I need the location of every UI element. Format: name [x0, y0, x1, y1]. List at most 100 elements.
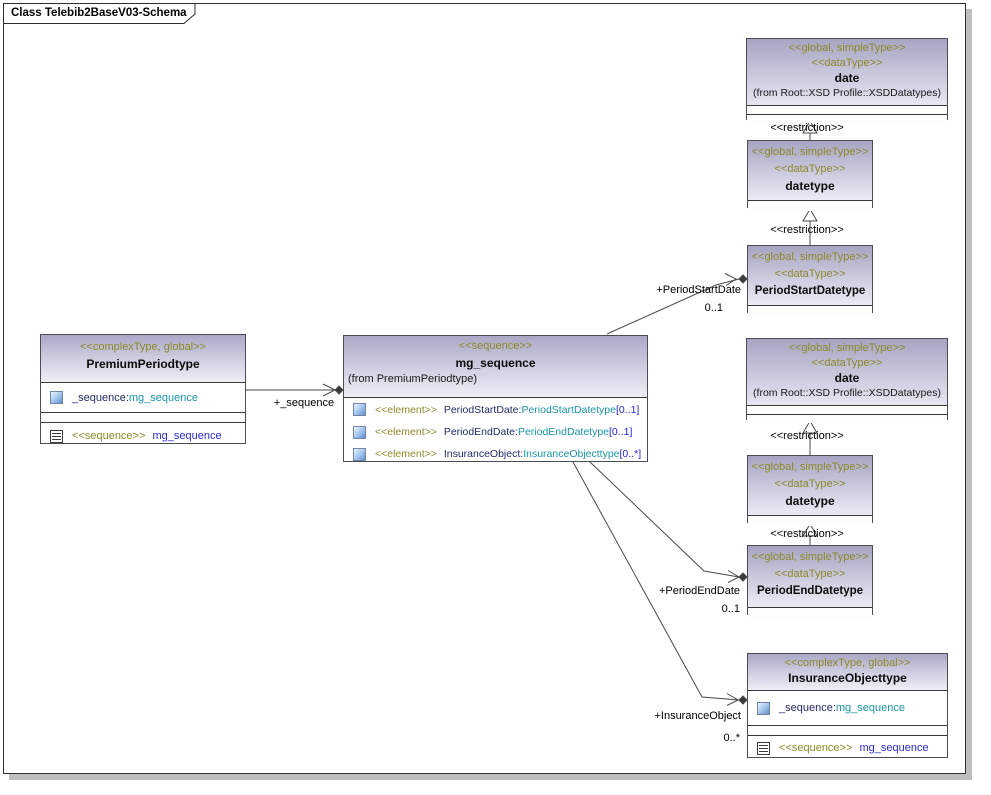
empty-compartment	[748, 200, 872, 211]
attribute-row: _sequence:mg_sequence	[41, 383, 245, 412]
operation-row: <<sequence>> mg_sequence	[41, 423, 245, 449]
stereotype: <<dataType>>	[774, 163, 846, 175]
restriction-label: <<restriction>>	[770, 224, 844, 236]
empty-compartment	[747, 405, 947, 414]
element-type: PeriodEndDatetype	[517, 426, 610, 438]
class-name: date	[834, 371, 860, 385]
element-multiplicity: [0..1]	[609, 426, 633, 438]
attribute-icon	[50, 391, 63, 404]
sequence-list-icon	[50, 429, 63, 443]
restriction-label: <<restriction>>	[770, 430, 844, 442]
empty-compartment	[748, 725, 947, 736]
element-row: <<element>> PeriodEndDate:PeriodEndDatet…	[344, 421, 647, 443]
operation-row: <<sequence>> mg_sequence	[748, 736, 947, 760]
operation-name: mg_sequence	[152, 430, 222, 442]
stereotype: <<complexType, global>>	[80, 341, 206, 353]
attribute-icon	[353, 403, 366, 416]
diagram-tab	[3, 3, 196, 24]
class-name: PremiumPeriodtype	[86, 357, 200, 371]
class-periodenddatetype[interactable]: <<global, simpleType>> <<dataType>> Peri…	[747, 545, 873, 618]
element-type: InsuranceObjecttype	[523, 448, 620, 460]
role-label-sequence: +_sequence	[273, 397, 335, 409]
sequence-list-icon	[757, 741, 770, 755]
stereotype: <<global, simpleType>>	[788, 42, 906, 54]
connector-restriction-2	[803, 209, 817, 245]
operation-name: mg_sequence	[859, 742, 929, 754]
attribute-icon	[353, 425, 366, 439]
diagram-title: Class Telebib2BaseV03-Schema	[11, 7, 187, 19]
stereotype: <<complexType, global>>	[784, 657, 911, 669]
stereotype: <<global, simpleType>>	[788, 342, 906, 354]
operation-stereotype: <<sequence>>	[72, 430, 146, 442]
class-datetype-top[interactable]: <<global, simpleType>> <<dataType>> date…	[747, 140, 873, 211]
class-premiumperiodtype[interactable]: <<complexType, global>> PremiumPeriodtyp…	[40, 334, 246, 444]
element-row: <<element>> InsuranceObject:InsuranceObj…	[344, 443, 647, 465]
stereotype: <<dataType>>	[811, 357, 883, 369]
role-label-periodstartdate: +PeriodStartDate	[656, 284, 741, 296]
element-stereotype: <<element>>	[375, 403, 437, 416]
element-name: InsuranceObject:	[443, 448, 524, 460]
stereotype: <<sequence>>	[458, 340, 533, 352]
operation-stereotype: <<sequence>>	[779, 742, 853, 754]
empty-compartment	[747, 114, 947, 123]
element-name: PeriodStartDate:	[443, 403, 522, 416]
class-mg-sequence[interactable]: <<sequence>> mg_sequence (from PremiumPe…	[343, 335, 648, 462]
class-periodstartdatetype[interactable]: <<global, simpleType>> <<dataType>> Peri…	[747, 245, 873, 316]
role-label-insuranceobject: +InsuranceObject	[654, 710, 741, 722]
stereotype: <<dataType>>	[774, 568, 846, 580]
attribute-icon	[757, 701, 770, 715]
connector-sequence	[246, 384, 343, 396]
stereotype: <<global, simpleType>>	[751, 251, 869, 263]
class-datetype-mid[interactable]: <<global, simpleType>> <<dataType>> date…	[747, 455, 873, 526]
class-name: datetype	[785, 494, 835, 508]
attribute-name: _sequence:	[72, 391, 129, 404]
attribute-name: _sequence:	[779, 702, 836, 714]
element-name: PeriodEndDate:	[443, 426, 518, 438]
from-package: (from Root::XSD Profile::XSDDatatypes)	[753, 387, 941, 399]
multiplicity-label: 0..1	[721, 603, 740, 615]
element-row: <<element>> PeriodStartDate:PeriodStartD…	[344, 398, 647, 421]
empty-compartment	[41, 412, 245, 423]
connector-periodenddate	[590, 462, 747, 583]
role-label-periodenddate: +PeriodEndDate	[658, 585, 740, 597]
restriction-label: <<restriction>>	[770, 122, 844, 134]
attribute-type: mg_sequence	[835, 702, 905, 714]
connector-restriction-4	[803, 524, 817, 545]
stereotype: <<dataType>>	[774, 478, 846, 490]
attribute-icon	[353, 447, 366, 461]
element-multiplicity: [0..*]	[619, 448, 642, 460]
element-stereotype: <<element>>	[375, 426, 437, 438]
element-type: PeriodStartDatetype	[521, 403, 616, 416]
element-multiplicity: [0..1]	[616, 403, 640, 416]
class-date-top[interactable]: <<global, simpleType>> <<dataType>> date…	[746, 38, 948, 123]
element-stereotype: <<element>>	[375, 448, 437, 460]
connector-restriction-1	[803, 121, 817, 140]
attribute-type: mg_sequence	[128, 391, 198, 404]
class-name: mg_sequence	[455, 356, 536, 370]
stereotype: <<global, simpleType>>	[751, 146, 869, 158]
connector-periodstartdate	[607, 274, 747, 335]
empty-compartment	[748, 515, 872, 526]
stereotype: <<global, simpleType>>	[751, 461, 869, 473]
empty-compartment	[747, 414, 947, 423]
class-name: date	[834, 71, 860, 85]
attribute-row: _sequence:mg_sequence	[748, 691, 947, 725]
class-insuranceobjecttype[interactable]: <<complexType, global>> InsuranceObjectt…	[747, 653, 948, 758]
multiplicity-label: 0..1	[704, 302, 723, 314]
from-package: (from Root::XSD Profile::XSDDatatypes)	[753, 87, 941, 99]
empty-compartment	[748, 305, 872, 316]
class-name: datetype	[785, 179, 835, 193]
class-date-mid[interactable]: <<global, simpleType>> <<dataType>> date…	[746, 338, 948, 423]
class-name: PeriodEndDatetype	[756, 585, 864, 597]
restriction-label: <<restriction>>	[770, 528, 844, 540]
empty-compartment	[748, 607, 872, 618]
connector-restriction-3	[803, 421, 817, 455]
multiplicity-label: 0..*	[723, 732, 740, 744]
stereotype: <<dataType>>	[774, 268, 846, 280]
empty-compartment	[747, 105, 947, 114]
class-name: PeriodStartDatetype	[754, 285, 866, 297]
class-name: InsuranceObjecttype	[788, 671, 907, 685]
stereotype: <<global, simpleType>>	[751, 551, 869, 563]
